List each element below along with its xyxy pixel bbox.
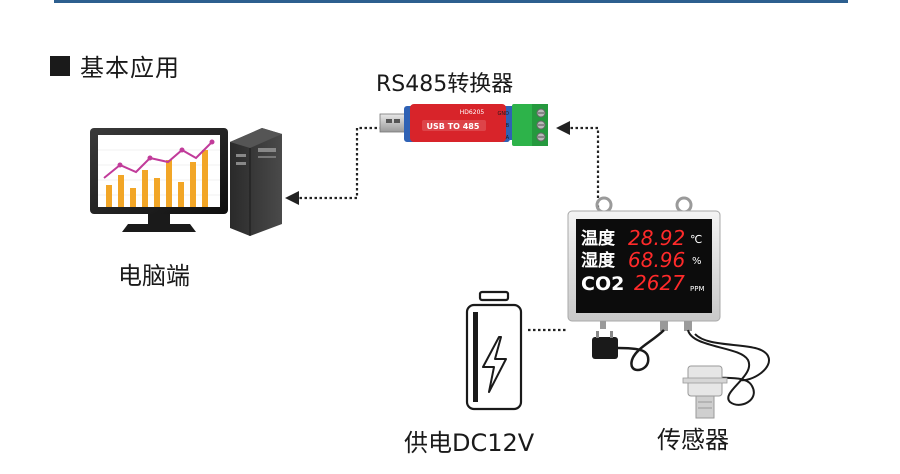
section-heading: 基本应用 (50, 48, 180, 83)
rs485-converter: USB TO 485 HD6205 GND B A (379, 104, 548, 146)
top-accent-line (54, 0, 848, 3)
display-unit-humidity: % (692, 256, 702, 267)
pin-label-b: B (506, 123, 510, 129)
usb-plug (379, 113, 407, 133)
display-label-temp: 温度 (581, 228, 616, 249)
arrow-to-pc (285, 191, 299, 205)
square-bullet-icon (50, 55, 70, 76)
display-value-temp: 28.92 (628, 226, 685, 250)
terminal-block (512, 104, 548, 146)
lightning-icon (482, 336, 507, 393)
link-display-to-converter (570, 126, 600, 208)
connection-lines (297, 126, 600, 332)
display-label-humidity: 湿度 (581, 250, 616, 271)
sensor-probe-icon (682, 329, 770, 419)
display-row-temp: 温度 28.92 ℃ (581, 226, 702, 250)
computer-group (90, 128, 282, 236)
pin-label-gnd: GND (498, 111, 510, 117)
display-row-co2: CO2 2627 PPM (581, 271, 704, 295)
display-value-co2: 2627 (634, 271, 685, 295)
converter-usb-text: USB TO 485 (427, 122, 480, 131)
hanging-ring-left (595, 196, 613, 214)
battery-icon (465, 290, 523, 411)
adapter-icon (592, 329, 665, 372)
display-row-humidity: 湿度 68.96 % (581, 248, 702, 272)
sensor-label: 传感器 (657, 426, 729, 454)
pc-tower-icon (230, 128, 282, 236)
arrow-to-converter (556, 121, 570, 135)
power-label: 供电DC12V (404, 429, 535, 457)
monitor-icon (90, 128, 228, 232)
display-value-humidity: 68.96 (628, 248, 685, 272)
display-label-co2: CO2 (581, 273, 624, 295)
link-converter-to-pc (297, 126, 382, 200)
pin-label-a: A (506, 135, 510, 141)
display-panel: 温度 28.92 ℃ 湿度 68.96 % CO2 2627 PPM (567, 196, 721, 331)
converter-model: HD6205 (460, 109, 485, 116)
display-unit-co2: PPM (690, 285, 704, 293)
converter-label: RS485转换器 (376, 72, 514, 97)
display-unit-temp: ℃ (690, 233, 702, 246)
computer-label: 电脑端 (118, 262, 190, 290)
hanging-ring-right (675, 196, 693, 214)
section-title: 基本应用 (80, 54, 180, 82)
